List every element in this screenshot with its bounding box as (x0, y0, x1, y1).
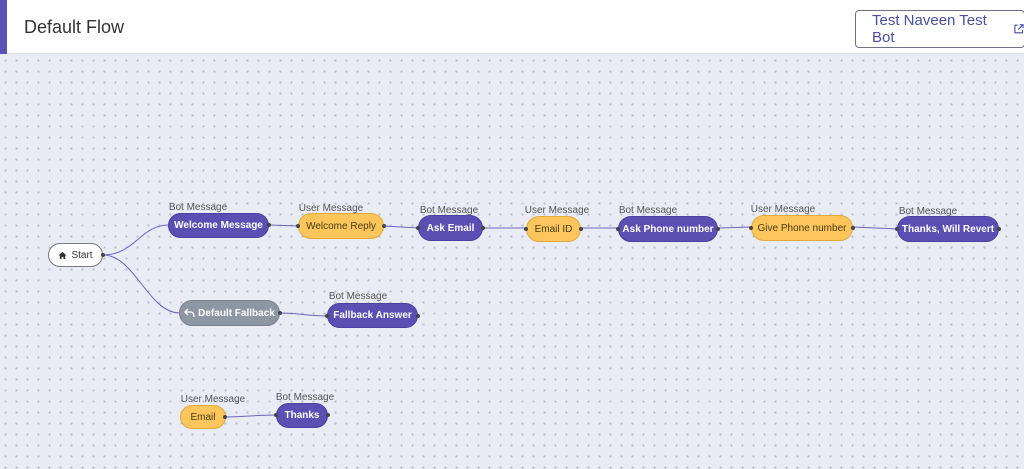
connection-port[interactable] (416, 226, 420, 230)
node-type-label: User Message (298, 203, 364, 214)
connection-port[interactable] (223, 415, 227, 419)
thanks-node[interactable]: Thanks (276, 403, 328, 428)
connection-port[interactable] (325, 314, 329, 318)
page-title: Default Flow (24, 17, 125, 37)
connection-port[interactable] (296, 224, 300, 228)
connection-port[interactable] (895, 227, 899, 231)
undo-arrow-icon (184, 308, 195, 318)
connection-port[interactable] (382, 224, 386, 228)
connection-port[interactable] (326, 413, 330, 417)
node-type-label: Bot Message (618, 205, 678, 216)
connection-port[interactable] (579, 227, 583, 231)
connection-port[interactable] (616, 227, 620, 231)
connection-port[interactable] (267, 223, 271, 227)
node-type-label: User Message (750, 204, 816, 215)
node-type-label: Bot Message (328, 291, 388, 302)
ask-phone-number-node[interactable]: Ask Phone number (618, 216, 718, 242)
email-node[interactable]: Email (180, 405, 226, 429)
welcome-message-node[interactable]: Welcome Message (168, 213, 269, 238)
external-link-icon (1013, 24, 1024, 34)
node-type-label: Bot Message (898, 206, 958, 217)
node-type-label: Bot Message (419, 205, 479, 216)
ask-email-node[interactable]: Ask Email (418, 215, 483, 241)
start-node[interactable]: Start (48, 243, 103, 267)
give-phone-number-node[interactable]: Give Phone number (751, 215, 853, 241)
default-fallback-label: Default Fallback (198, 307, 275, 319)
connection-port[interactable] (716, 227, 720, 231)
test-bot-button-label: Test Naveen Test Bot (872, 12, 987, 46)
node-type-label: User Message (524, 205, 590, 216)
flow-canvas[interactable] (0, 55, 1024, 469)
connection-port[interactable] (851, 226, 855, 230)
email-id-node[interactable]: Email ID (526, 216, 581, 242)
connection-port[interactable] (749, 226, 753, 230)
thanks-will-revert-node[interactable]: Thanks, Will Revert (897, 216, 999, 242)
fallback-answer-node[interactable]: Fallback Answer (327, 303, 418, 328)
connection-port[interactable] (101, 253, 105, 257)
connection-port[interactable] (416, 314, 420, 318)
start-label: Start (71, 249, 93, 261)
connection-port[interactable] (274, 413, 278, 417)
default-fallback-node[interactable]: Default Fallback (179, 300, 280, 326)
connection-port[interactable] (524, 227, 528, 231)
welcome-reply-node[interactable]: Welcome Reply (298, 213, 384, 239)
node-type-label: Bot Message (275, 392, 335, 403)
connection-port[interactable] (997, 227, 1001, 231)
node-type-label: Bot Message (168, 202, 228, 213)
connection-port[interactable] (278, 311, 282, 315)
top-bar: Default Flow Test Naveen Test Bot (0, 0, 1024, 54)
node-type-label: User Message (180, 394, 246, 405)
connection-port[interactable] (481, 226, 485, 230)
accent-bar (0, 0, 7, 54)
home-icon (58, 251, 67, 259)
test-bot-button[interactable]: Test Naveen Test Bot (855, 10, 1024, 48)
